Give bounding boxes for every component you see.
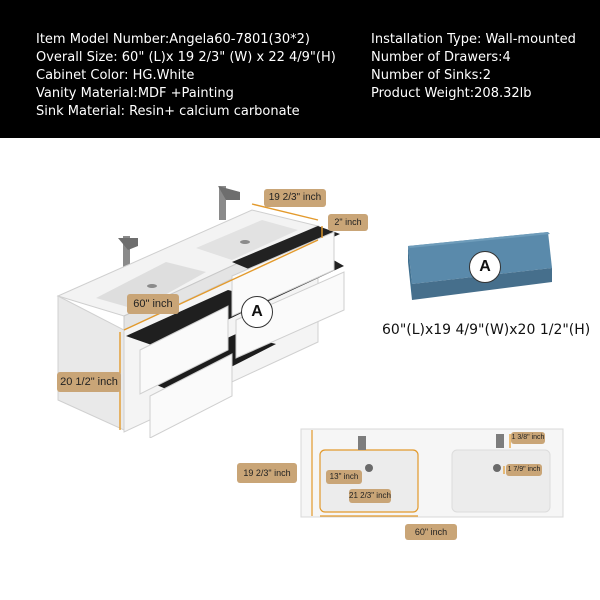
vanity-illustration [56, 186, 345, 438]
drawer-upper-right-interior [232, 226, 340, 272]
plan-tag-basin-depth: 13" inch [326, 470, 362, 484]
spec-cabinet-color: Cabinet Color: HG.White [36, 68, 195, 83]
plan-tag-faucet-offset: 1 3/8" inch [511, 432, 545, 444]
plan-tag-basin-width: 21 2/3" inch [349, 489, 391, 503]
vanity-part-marker-a: A [241, 296, 273, 328]
spec-drawer-count: Number of Drawers:4 [371, 50, 511, 65]
drawer-front-lower-right [235, 271, 345, 359]
tag-length: 60" inch [127, 294, 179, 314]
faucet-left [118, 236, 138, 270]
spec-overall-size: Overall Size: 60" (L)x 19 2/3" (W) x 22 … [36, 50, 336, 65]
drawer-front-upper-right [231, 231, 335, 317]
faucet-right [218, 186, 240, 220]
tag-height: 20 1/2" inch [57, 372, 121, 392]
spec-sink-count: Number of Sinks:2 [371, 68, 492, 83]
spec-installation-type: Installation Type: Wall-mounted [371, 32, 576, 47]
spec-column-right: Installation Type: Wall-mounted Number o… [371, 31, 576, 103]
spec-vanity-material: Vanity Material:MDF +Painting [36, 86, 234, 101]
basin-right [196, 220, 298, 260]
spec-column-left: Item Model Number:Angela60-7801(30*2) Ov… [36, 31, 336, 121]
dim-line-length [123, 239, 319, 331]
spec-header: Item Model Number:Angela60-7801(30*2) Ov… [0, 0, 600, 138]
drawer-front-lower-left [149, 353, 233, 438]
spec-sink-material: Sink Material: Resin+ calcium carbonate [36, 104, 300, 119]
plan-tag-depth: 19 2/3" inch [237, 463, 297, 483]
cabinet-side [57, 295, 125, 431]
tag-depth: 19 2/3" inch [264, 189, 326, 207]
spec-product-weight: Product Weight:208.32lb [371, 86, 532, 101]
dim-line-depth [251, 203, 319, 221]
plan-tag-length: 60" inch [405, 524, 457, 540]
top-part-marker-a: A [469, 251, 501, 283]
tag-top-thickness: 2" inch [328, 214, 368, 231]
spec-model-number: Item Model Number:Angela60-7801(30*2) [36, 32, 310, 47]
drawer-front-upper-left [139, 305, 229, 395]
top-dimensions: 60"(L)x19 4/9"(W)x20 1/2"(H) [382, 322, 591, 338]
plan-tag-drain: 1 7/9" inch [506, 464, 542, 476]
